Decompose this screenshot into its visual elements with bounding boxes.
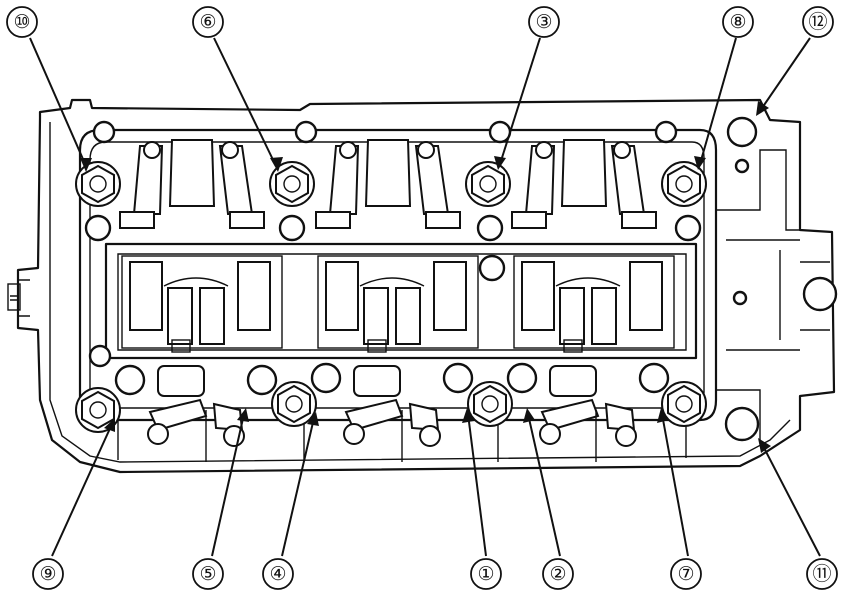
journal-details [129, 254, 663, 353]
callout-9: ⑨ [32, 558, 64, 590]
bolt-7 [661, 381, 707, 427]
svg-text:⑫: ⑫ [808, 11, 827, 33]
svg-text:⑨: ⑨ [39, 563, 56, 585]
svg-text:⑩: ⑩ [13, 11, 30, 33]
bolt-9 [75, 387, 121, 433]
callout-6: ⑥ [192, 6, 224, 38]
leader-lines [29, 37, 821, 557]
timing-end-plate [716, 116, 838, 442]
callout-8: ⑧ [722, 6, 754, 38]
callouts: ⑩ ⑥ ③ ⑧ ⑫ ⑨ ⑤ ④ [6, 6, 838, 590]
bolt-3 [465, 161, 511, 207]
callout-4: ④ [262, 558, 294, 590]
bolt-1 [467, 381, 513, 427]
bolt-8 [661, 161, 707, 207]
camshaft-housing [104, 242, 698, 360]
svg-text:③: ③ [535, 11, 552, 33]
callout-1: ① [470, 558, 502, 590]
svg-text:⑦: ⑦ [677, 563, 694, 585]
svg-text:⑥: ⑥ [199, 11, 216, 33]
svg-text:⑧: ⑧ [729, 11, 746, 33]
svg-text:⑤: ⑤ [199, 563, 216, 585]
bolt-6 [269, 161, 315, 207]
lower-valve-train [117, 365, 687, 462]
callout-2: ② [542, 558, 574, 590]
svg-text:⑪: ⑪ [812, 563, 831, 585]
callout-3: ③ [528, 6, 560, 38]
bolt-10 [75, 161, 121, 207]
deck-holes [84, 120, 702, 396]
svg-text:②: ② [549, 563, 566, 585]
callout-12: ⑫ [802, 6, 834, 38]
bolt-4 [271, 381, 317, 427]
head-bolts [75, 161, 707, 433]
svg-text:①: ① [477, 563, 494, 585]
upper-rocker-arms [119, 139, 657, 229]
callout-5: ⑤ [192, 558, 224, 590]
callout-10: ⑩ [6, 6, 38, 38]
callout-11: ⑪ [806, 558, 838, 590]
callout-7: ⑦ [670, 558, 702, 590]
svg-text:④: ④ [269, 563, 286, 585]
